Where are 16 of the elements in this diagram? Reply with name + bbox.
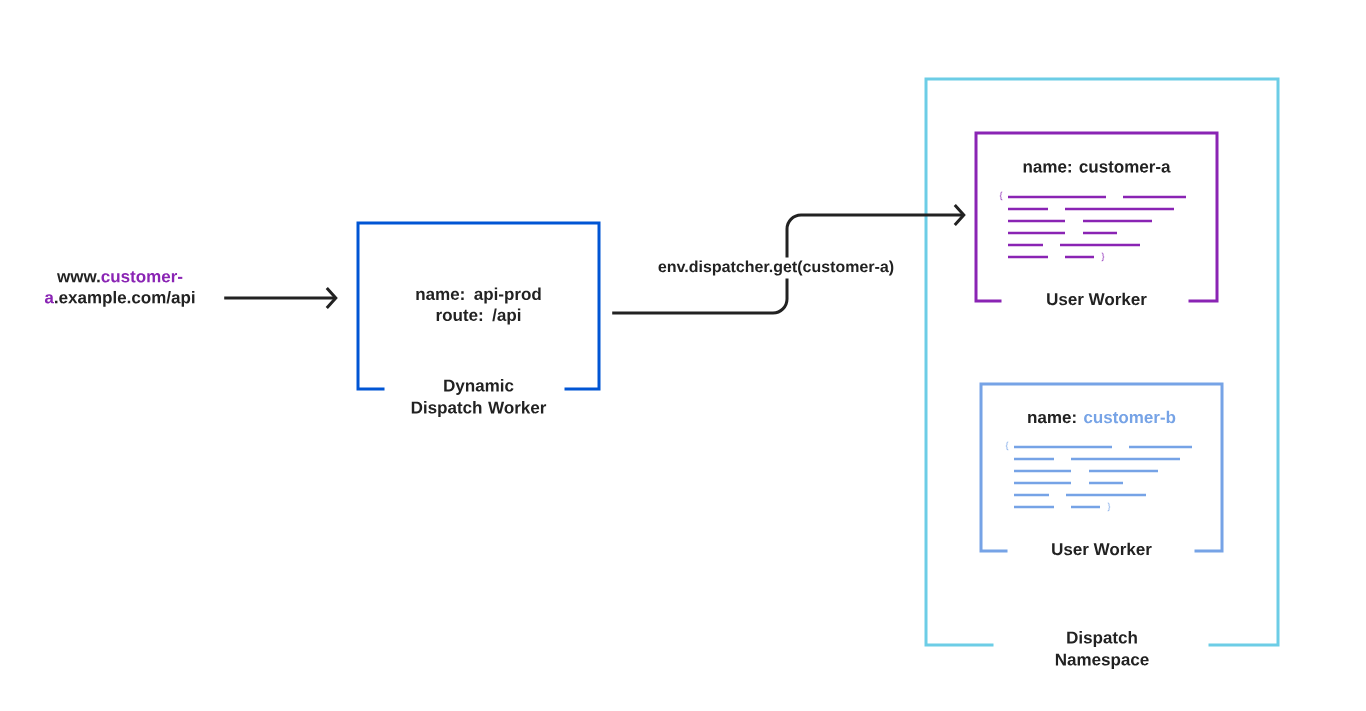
code-brace: {	[999, 191, 1003, 201]
code-brace: {	[1005, 441, 1009, 451]
worker-label: User Worker	[1052, 542, 1152, 556]
namespace-label: Dispatch Namespace	[1055, 631, 1149, 669]
code-brace: }	[1101, 252, 1105, 262]
edge-label: env.dispatcher.get(customer-a)	[658, 260, 894, 276]
url-text: www.customer-a.example.com/api	[44, 271, 195, 307]
code-brace: }	[1107, 502, 1111, 512]
name-text: name: api-prod route: /api	[416, 287, 541, 325]
arrow	[224, 287, 338, 309]
name-text: name: customer-a	[1023, 161, 1171, 173]
worker-label: Dynamic Dispatch Worker	[411, 379, 547, 417]
bracket-box	[924, 77, 1280, 647]
worker-label: User Worker	[1047, 292, 1147, 306]
arrow	[612, 204, 966, 315]
name-text: name: customer-b	[1028, 410, 1176, 424]
